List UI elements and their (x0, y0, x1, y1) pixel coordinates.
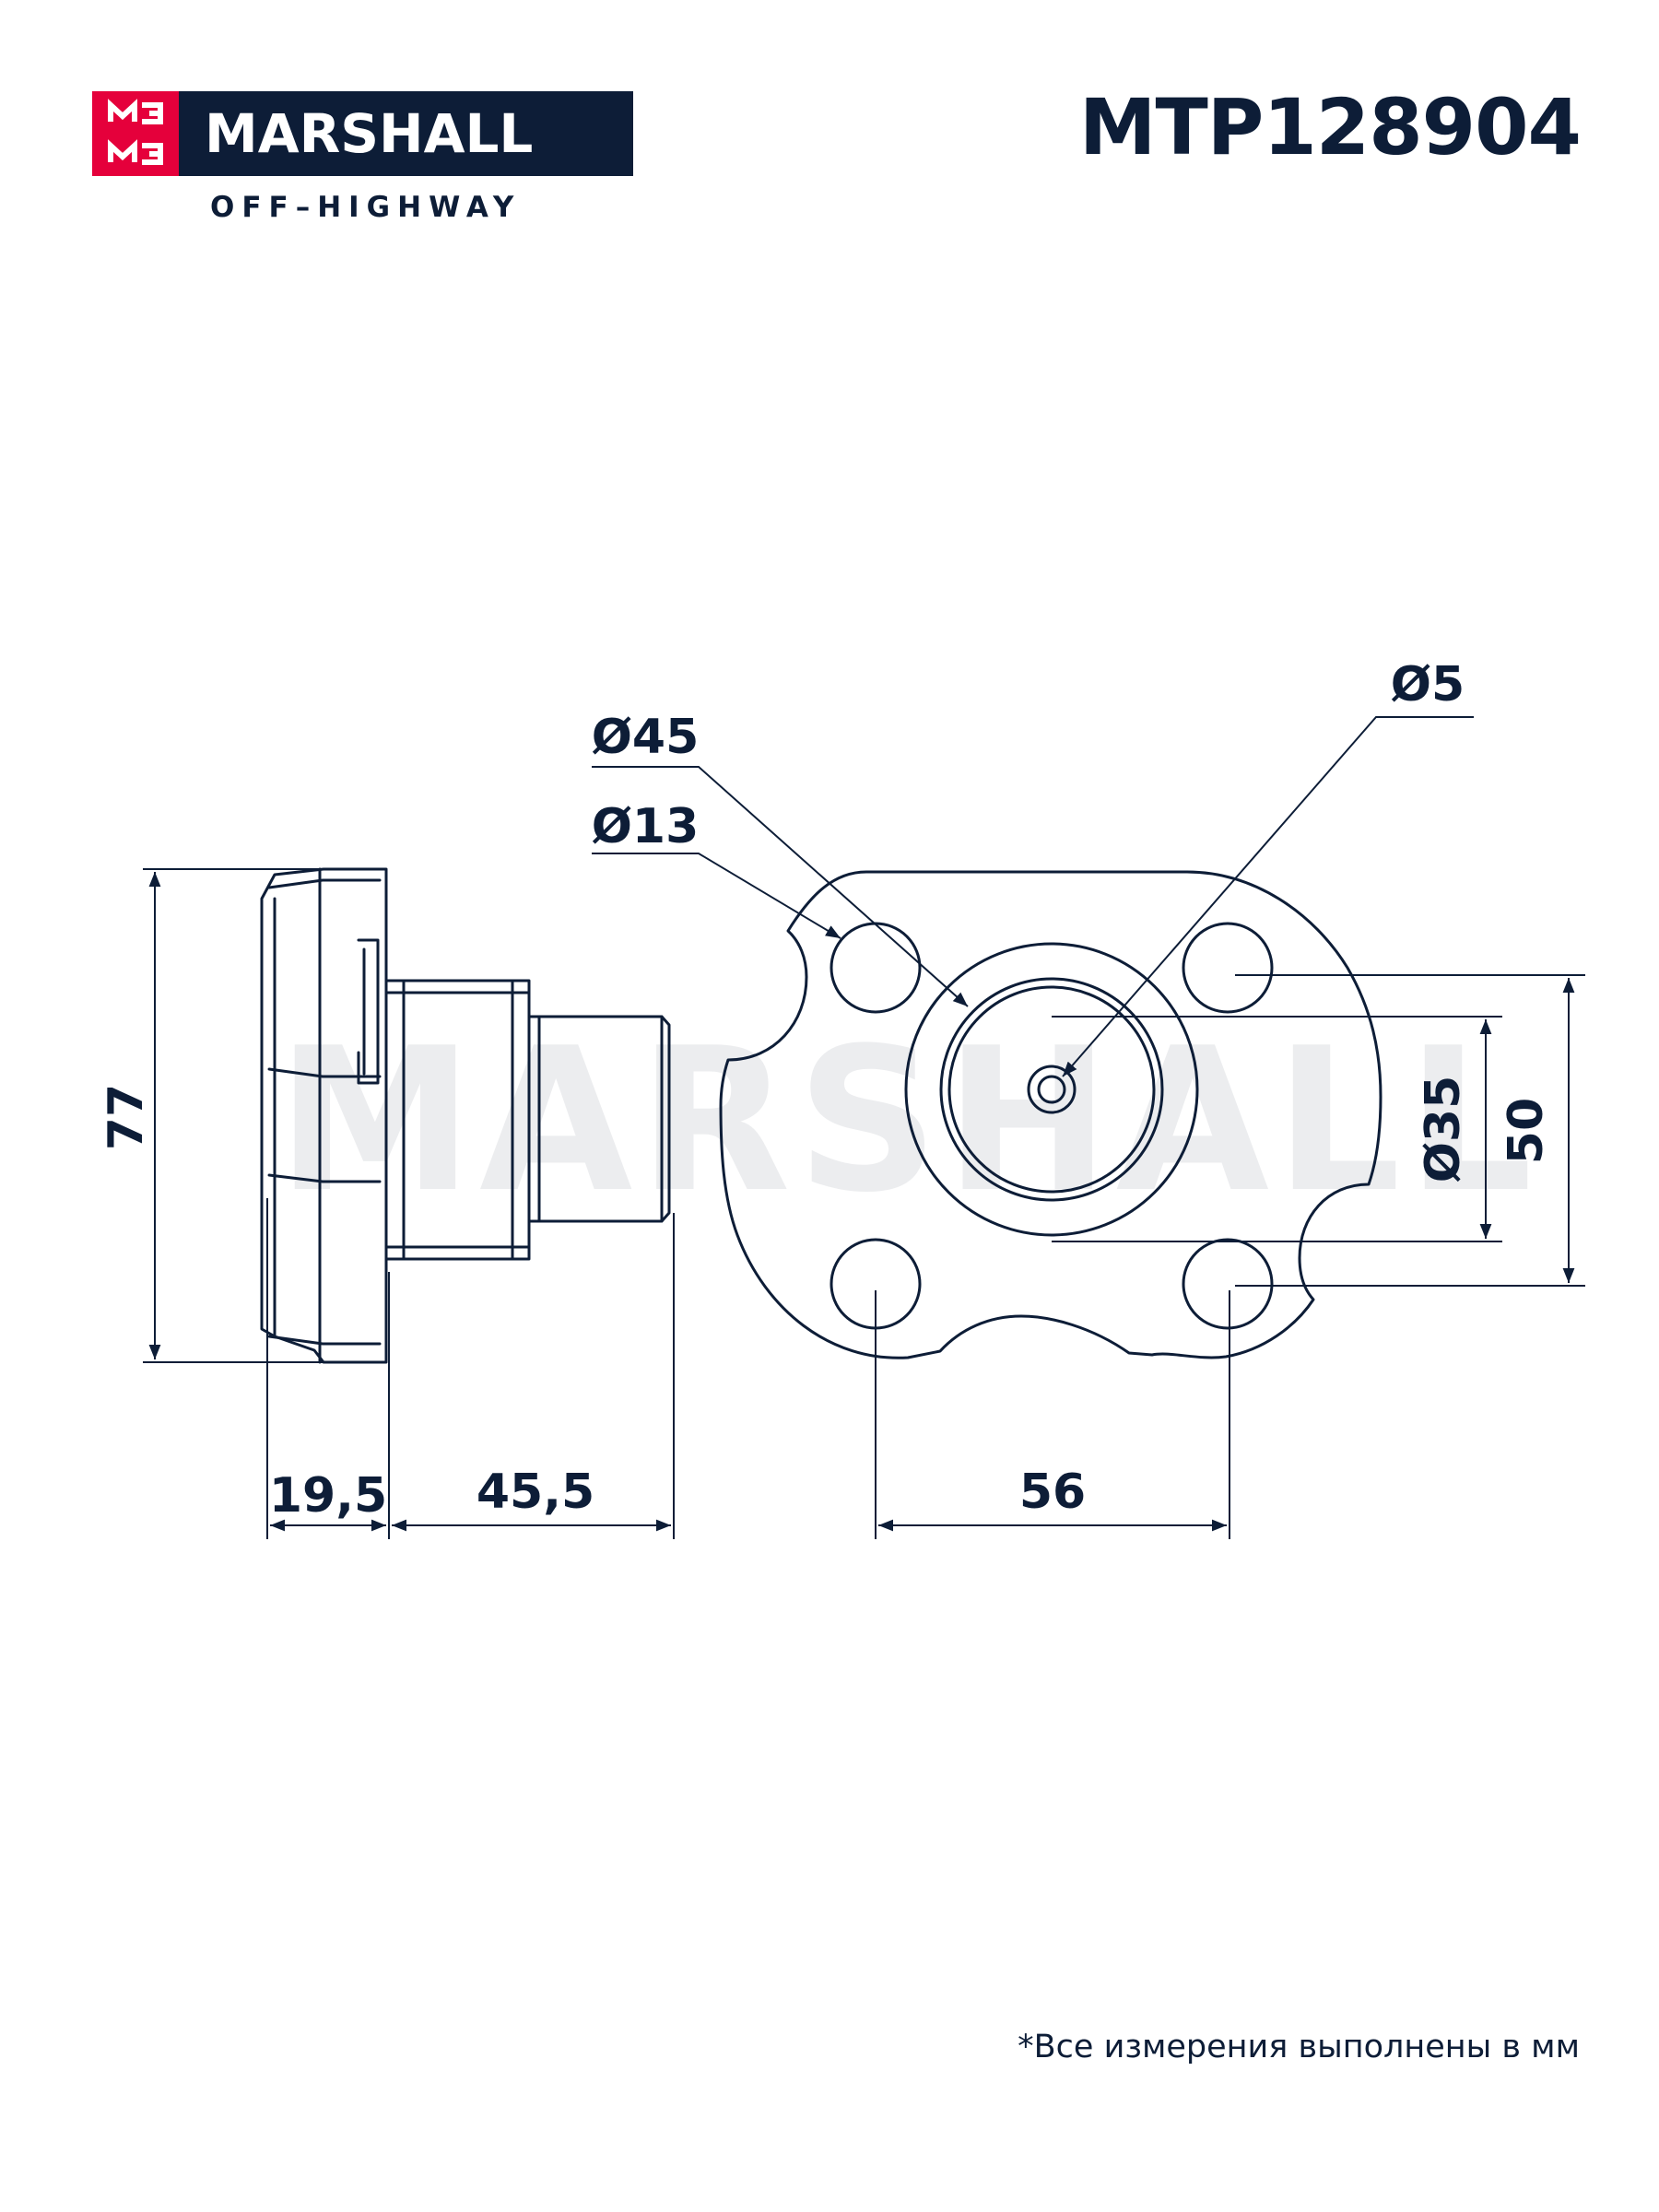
logo-monogram-icon (108, 99, 163, 165)
side-view-slot (357, 938, 380, 1085)
front-view-bolt-hole-top-right (1182, 922, 1274, 1014)
measurement-footnote: *Все измерения выполнены в мм (1018, 2029, 1580, 2065)
leader-diameter-center-bore (1062, 716, 1474, 1077)
label-diameter-bolt-hole: Ø13 (592, 799, 700, 854)
label-diameter-center-bore: Ø5 (1391, 657, 1465, 712)
front-view-center-bore-inner (1037, 1075, 1066, 1104)
label-bolt-spacing-vertical: 50 (1499, 1098, 1554, 1164)
side-view-pin (527, 1015, 671, 1223)
dim-flange-thickness: 19,5 (269, 1468, 387, 1524)
label-diameter-shaft: Ø35 (1416, 1076, 1471, 1183)
front-view-shaft-inner-circle (947, 985, 1156, 1194)
side-view-flange-edge-mid (267, 1067, 382, 1078)
side-view-flange-edge-top (267, 878, 382, 889)
dim-height-overall: 77 (99, 1084, 154, 1150)
side-view-flange-edge-mid2 (267, 1173, 382, 1183)
leader-diameter-bolt-hole (592, 853, 841, 939)
label-diameter-boss: Ø45 (592, 710, 700, 765)
brand-logo-mark (92, 91, 179, 176)
label-bolt-spacing-horizontal: 56 (1019, 1465, 1086, 1520)
side-view-dimensions (143, 868, 675, 1539)
brand-tagline: OFF–HIGHWAY (210, 191, 522, 224)
front-view-bolt-hole-bottom-right (1182, 1238, 1274, 1330)
brand-logo: MARSHALL (92, 91, 633, 176)
brand-logo-wordmark-box: MARSHALL (179, 91, 633, 176)
front-view (719, 870, 1382, 1359)
front-view-boss-circle (904, 942, 1199, 1237)
front-view-flange-outline (719, 870, 1382, 1359)
front-view-shaft-circle (939, 977, 1164, 1202)
front-view-center-bore-outer (1027, 1065, 1077, 1114)
front-view-bolt-hole-top-left (830, 922, 922, 1014)
brand-name: MARSHALL (205, 102, 534, 165)
front-view-dimensions (592, 716, 1585, 1539)
watermark-text: MARSHALL (276, 1005, 1538, 1236)
side-view (260, 867, 671, 1364)
part-number: MTP128904 (1078, 82, 1582, 172)
dim-pin-length: 45,5 (477, 1465, 594, 1520)
side-view-body (384, 979, 531, 1261)
leader-diameter-boss (592, 766, 969, 1007)
side-view-flange-edge-bottom (267, 1335, 382, 1346)
